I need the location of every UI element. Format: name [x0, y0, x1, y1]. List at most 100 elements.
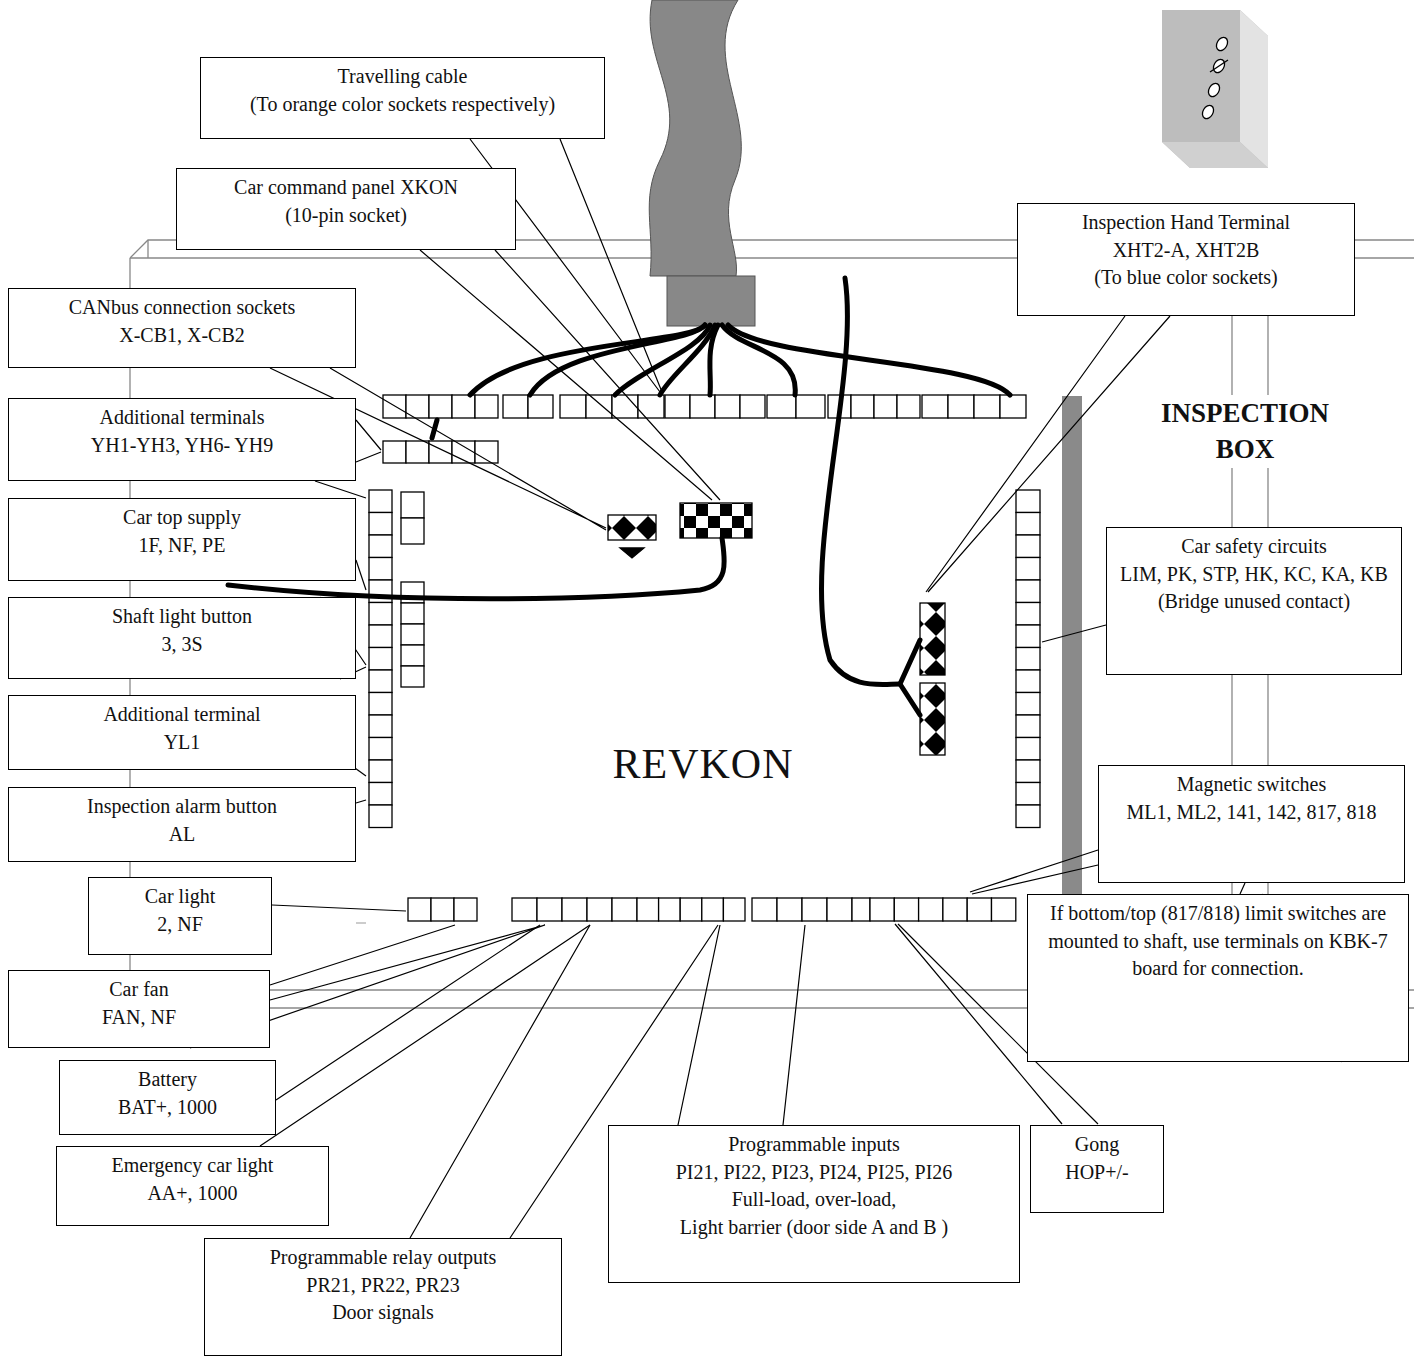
- callout-text: HOP+/-: [1039, 1159, 1155, 1187]
- terminal-cell: [1000, 395, 1026, 418]
- terminal-cell: [638, 395, 664, 418]
- terminal-cell: [740, 395, 765, 418]
- callout-text: Magnetic switches: [1107, 771, 1396, 799]
- socket-callout: Car command panel XKON(10-pin socket): [176, 168, 516, 250]
- terminal-cell: [587, 898, 612, 921]
- callout-text: Emergency car light: [65, 1152, 320, 1180]
- terminal-cell: [537, 898, 562, 921]
- terminal-cell: [1016, 715, 1040, 738]
- terminal-cell: [919, 898, 943, 921]
- terminal-cell: [512, 898, 537, 921]
- terminal-cell: [659, 898, 681, 921]
- callout-text: (Bridge unused contact): [1115, 588, 1393, 616]
- terminal-callout: Car light2, NF: [88, 877, 272, 955]
- board-shadow: [1062, 396, 1082, 908]
- terminal-strips: [369, 395, 1040, 921]
- terminal-cell: [1016, 490, 1040, 513]
- callout-text: X-CB1, X-CB2: [17, 322, 347, 350]
- callout-text: BAT+, 1000: [68, 1094, 267, 1122]
- terminal-cell: [429, 395, 452, 418]
- terminal-cell: [723, 898, 745, 921]
- callout-text: Additional terminal: [17, 701, 347, 729]
- callout-text: If bottom/top (817/818) limit switches a…: [1036, 900, 1400, 983]
- callout-text: Full-load, over-load,: [617, 1186, 1011, 1214]
- callout-text: Car top supply: [17, 504, 347, 532]
- terminal-cell: [974, 395, 1000, 418]
- callout-text: Car fan: [17, 976, 261, 1004]
- terminal-cell: [401, 645, 424, 666]
- terminal-cell: [429, 441, 452, 463]
- terminal-cell: [369, 625, 392, 648]
- callout-text: XHT2-A, XHT2B: [1026, 237, 1346, 265]
- callout-text: (10-pin socket): [185, 202, 507, 230]
- callout-text: Travelling cable: [209, 63, 596, 91]
- terminal-cell: [827, 898, 852, 921]
- callout-text: 1F, NF, PE: [17, 532, 347, 560]
- terminal-cell: [369, 783, 392, 806]
- terminal-cell: [922, 395, 948, 418]
- terminal-cell: [767, 395, 796, 418]
- terminal-cell: [369, 760, 392, 783]
- terminal-callout: Car top supply1F, NF, PE: [8, 498, 356, 581]
- callout-text: ML1, ML2, 141, 142, 817, 818: [1107, 799, 1396, 827]
- terminal-callout: Additional terminalsYH1-YH3, YH6- YH9: [8, 398, 356, 481]
- terminal-cell: [452, 395, 475, 418]
- terminal-callout: BatteryBAT+, 1000: [59, 1060, 276, 1135]
- callout-text: Programmable relay outputs: [213, 1244, 553, 1272]
- terminal-cell: [943, 898, 967, 921]
- board-edge: [356, 922, 366, 924]
- terminal-cell: [369, 805, 392, 828]
- callout-text: YL1: [17, 729, 347, 757]
- terminal-cell: [1016, 558, 1040, 581]
- callout-text: Car light: [97, 883, 263, 911]
- terminal-cell: [528, 395, 553, 418]
- terminal-cell: [586, 395, 612, 418]
- callout-text: AL: [17, 821, 347, 849]
- terminal-cell: [401, 624, 424, 645]
- terminal-cell: [1016, 805, 1040, 828]
- cable-callout: Travelling cable(To orange color sockets…: [200, 57, 605, 139]
- terminal-cell: [401, 518, 424, 544]
- terminal-cell: [560, 395, 586, 418]
- terminal-cell: [369, 603, 392, 626]
- terminal-cell: [1016, 580, 1040, 603]
- callout-text: 3, 3S: [17, 631, 347, 659]
- terminal-callout: Magnetic switchesML1, ML2, 141, 142, 817…: [1098, 765, 1405, 883]
- terminal-cell: [1016, 760, 1040, 783]
- terminal-cell: [369, 490, 392, 513]
- callout-text: Gong: [1039, 1131, 1155, 1159]
- callout-text: Additional terminals: [17, 404, 347, 432]
- terminal-cell: [1016, 648, 1040, 671]
- terminal-callout: Programmable relay outputsPR21, PR22, PR…: [204, 1238, 562, 1356]
- terminal-cell: [612, 395, 638, 418]
- terminal-cell: [702, 898, 724, 921]
- terminal-cell: [796, 395, 825, 418]
- terminal-callout: Car safety circuitsLIM, PK, STP, HK, KC,…: [1106, 527, 1402, 675]
- terminal-cell: [612, 898, 637, 921]
- callout-text: FAN, NF: [17, 1004, 261, 1032]
- terminal-cell: [1016, 670, 1040, 693]
- board-name: REVKON: [343, 740, 1063, 788]
- callout-text: Car command panel XKON: [185, 174, 507, 202]
- callout-text: Battery: [68, 1066, 267, 1094]
- terminal-cell: [752, 898, 777, 921]
- callout-text: Door signals: [213, 1299, 553, 1327]
- terminal-cell: [802, 898, 827, 921]
- callout-text: Inspection Hand Terminal: [1026, 209, 1346, 237]
- callout-text: Inspection alarm button: [17, 793, 347, 821]
- terminal-cell: [383, 441, 406, 463]
- terminal-cell: [1016, 513, 1040, 536]
- terminal-cell: [406, 441, 429, 463]
- travelling-cable: [649, 0, 755, 326]
- terminal-cell: [369, 648, 392, 671]
- callout-text: LIM, PK, STP, HK, KC, KA, KB: [1115, 561, 1393, 589]
- terminal-callout: Programmable inputsPI21, PI22, PI23, PI2…: [608, 1125, 1020, 1283]
- callout-text: Light barrier (door side A and B ): [617, 1214, 1011, 1242]
- terminal-cell: [777, 898, 802, 921]
- callout-text: YH1-YH3, YH6- YH9: [17, 432, 347, 460]
- terminal-cell: [369, 535, 392, 558]
- terminal-cell: [897, 395, 920, 418]
- terminal-cell: [1016, 625, 1040, 648]
- terminal-cell: [454, 898, 477, 921]
- callout-text: AA+, 1000: [65, 1180, 320, 1208]
